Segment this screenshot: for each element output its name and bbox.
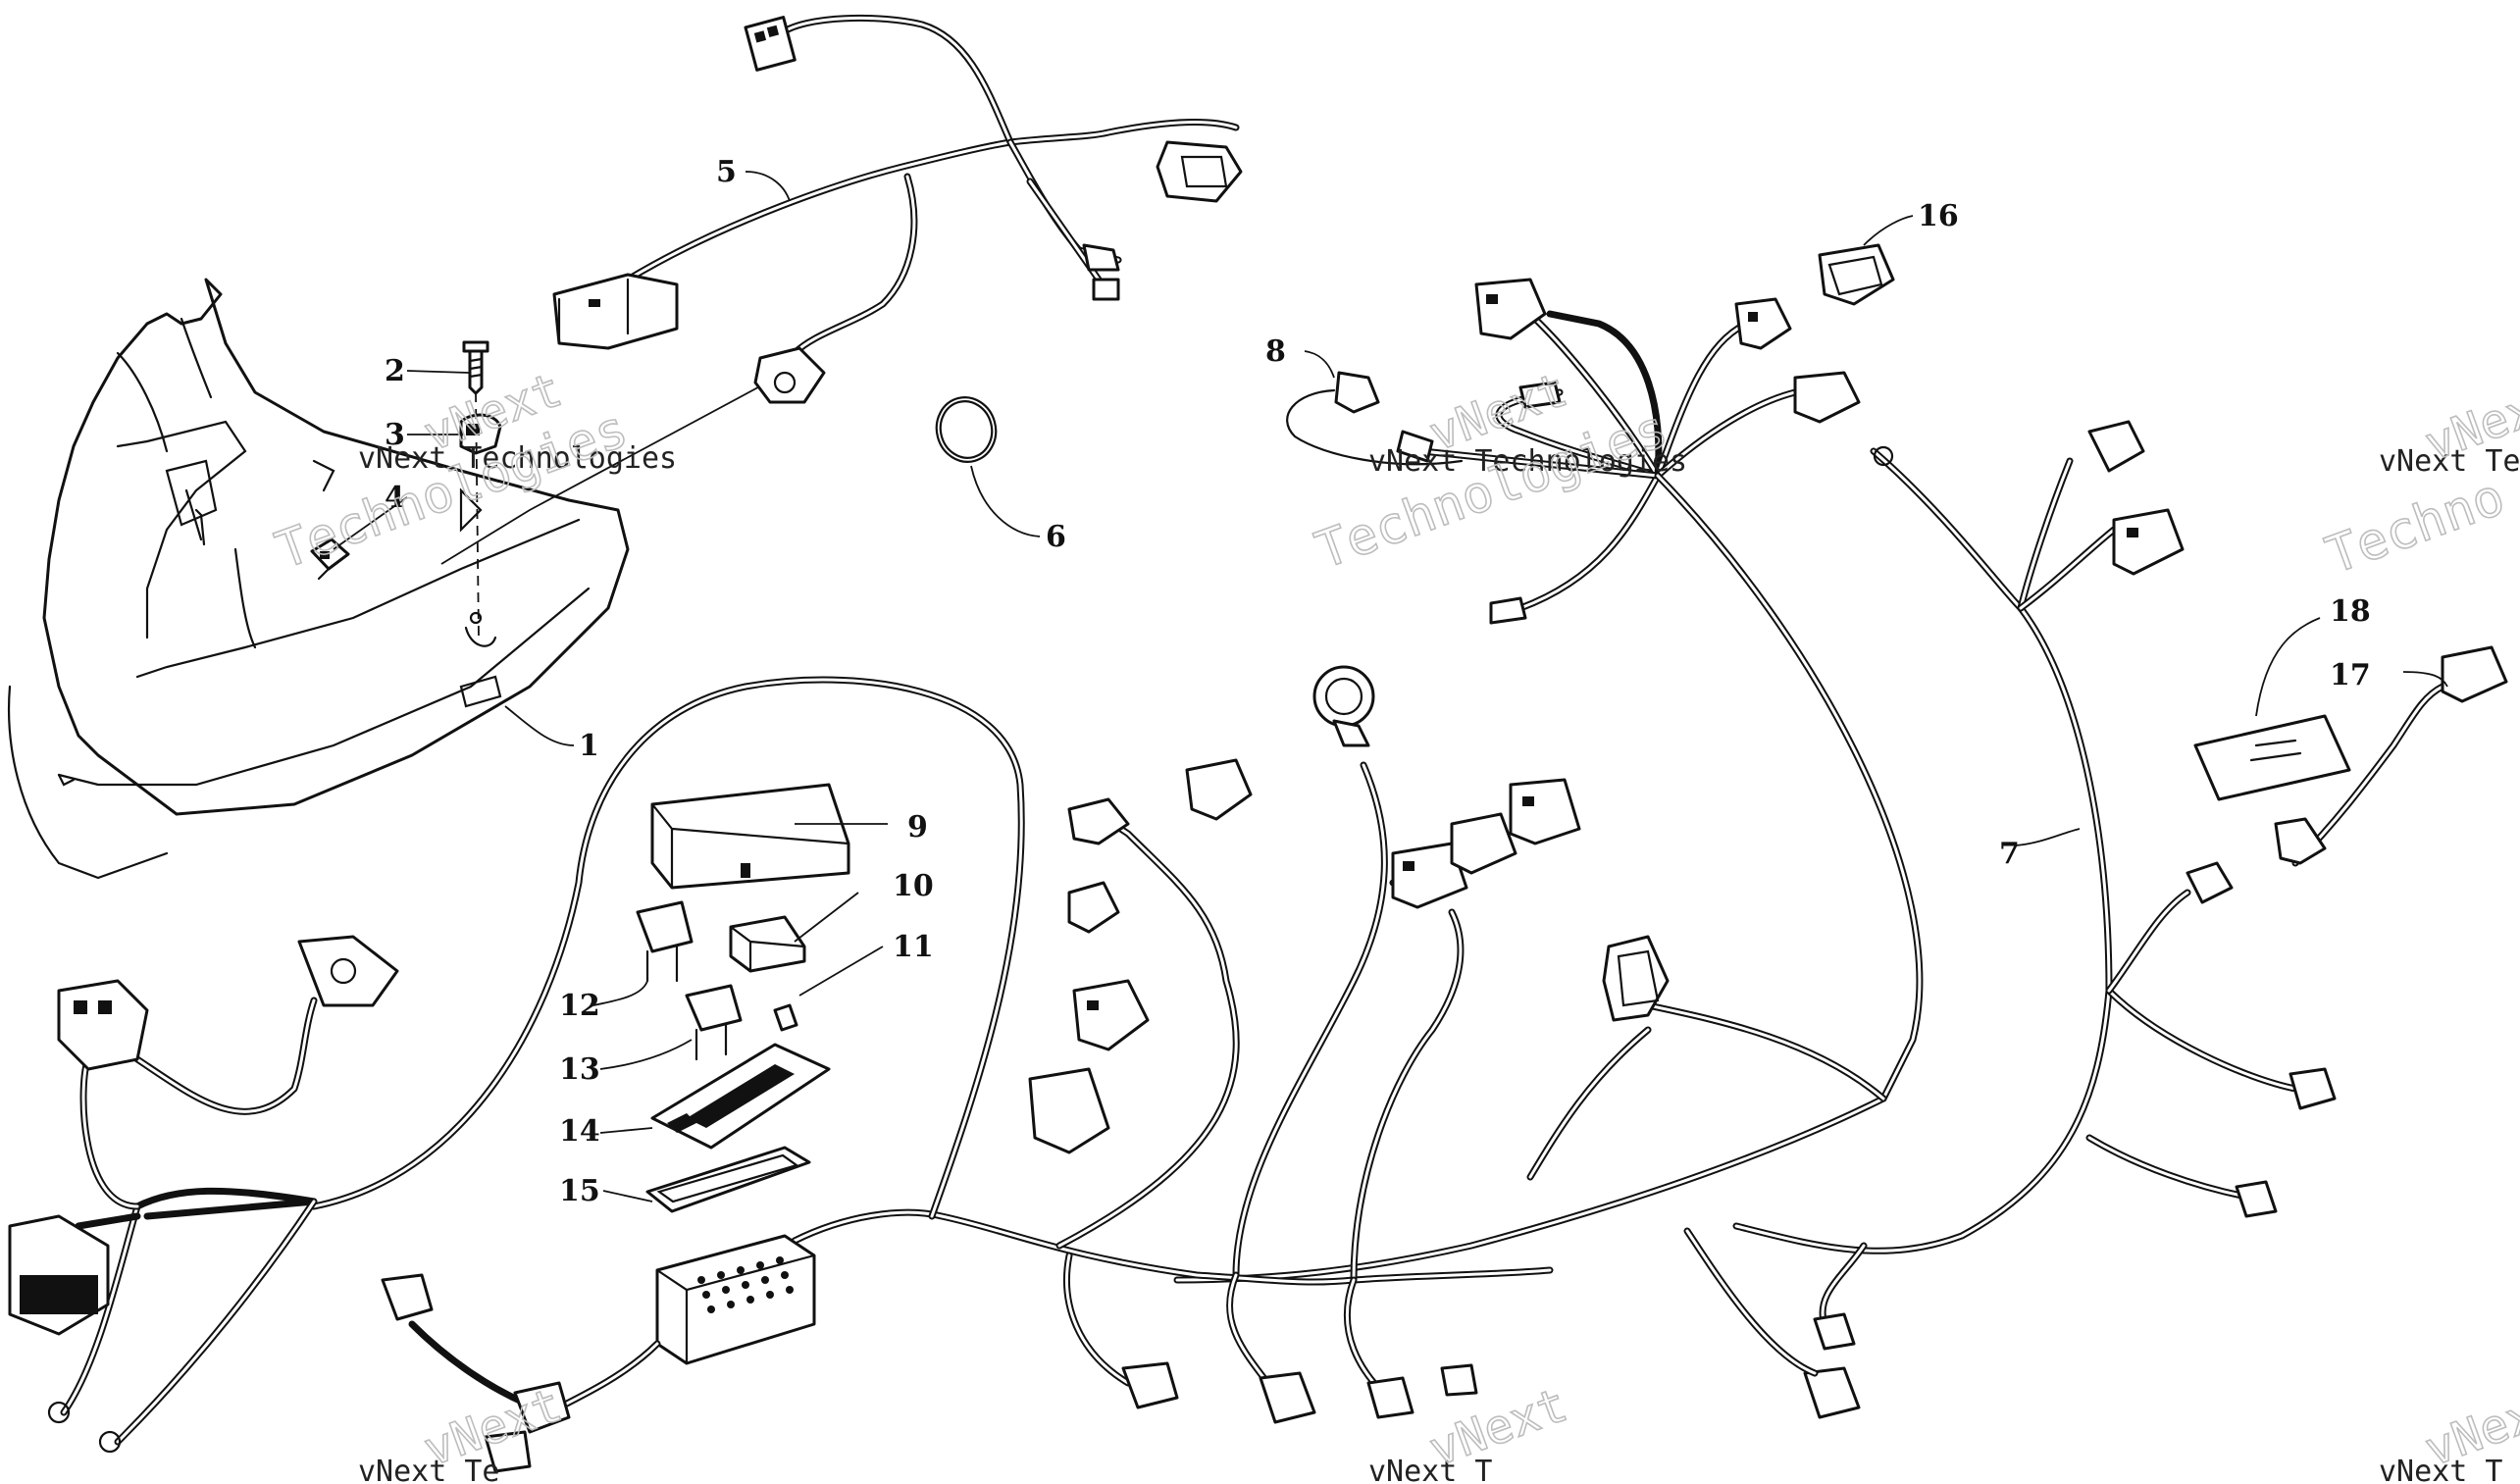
connector-7b [2112, 508, 2185, 576]
mini-fuse-11 [773, 1003, 798, 1032]
connector-center-12 [1259, 1371, 1316, 1424]
watermark-text-5: vNext T [1368, 1455, 1492, 1484]
connector-5e [1082, 243, 1120, 301]
connector-8b [1734, 297, 1792, 350]
left-connector-3 [8, 1214, 110, 1336]
left-connector-big [57, 979, 149, 1071]
callout-14: 14 [559, 1114, 600, 1149]
callout-numbers: 1 2 3 4 5 6 7 8 9 10 11 12 13 14 15 16 1… [385, 155, 2371, 1208]
nut-part [310, 537, 350, 571]
callout-4: 4 [385, 481, 405, 515]
callout-11: 11 [893, 930, 934, 964]
connector-center-7 [1391, 842, 1468, 909]
fuse-grid-14 [650, 1043, 831, 1150]
connector-center-3 [1072, 979, 1150, 1051]
sensor-17 [2274, 645, 2508, 867]
screw-part [462, 340, 489, 395]
gasket-15 [645, 1146, 811, 1213]
watermark-text-3: vNext Tec [2379, 444, 2520, 479]
connector-5b [1156, 140, 1243, 203]
ring-terminal-7 [1873, 445, 1894, 467]
connector-center-1 [1067, 797, 1130, 845]
relay-12 [636, 900, 694, 983]
connector-7d [2289, 1067, 2337, 1110]
relay-box-9 [650, 783, 850, 890]
connector-5d [753, 346, 826, 404]
connector-8d [1489, 596, 1527, 625]
watermark-text-4: vNext Te [358, 1455, 500, 1484]
callout-12: 12 [559, 989, 600, 1023]
callout-18: 18 [2330, 594, 2371, 629]
relay-13 [685, 984, 743, 1061]
screw-axis [475, 391, 480, 639]
harness-7-lower-connector [1803, 1312, 1861, 1419]
callout-3: 3 [385, 418, 405, 452]
callout-13: 13 [559, 1052, 600, 1087]
callout-15: 15 [559, 1174, 600, 1208]
ring-part [935, 396, 1041, 537]
watermark-text-2: vNext Technologies [1368, 444, 1687, 479]
connector-8c [1793, 371, 1861, 424]
harness-5 [440, 14, 1240, 565]
connector-8f [1518, 381, 1562, 409]
callout-1: 1 [579, 729, 599, 763]
connector-center-13 [1366, 1363, 1478, 1419]
connector-7c [2186, 861, 2234, 904]
callout-17: 17 [2330, 658, 2371, 692]
connector-center-2 [1067, 881, 1120, 934]
left-lower-connectors [381, 1273, 661, 1473]
watermark-brand-6: vNext [2418, 1377, 2520, 1477]
connector-center-10 [1602, 935, 1670, 1022]
fuse-block-10 [729, 915, 806, 973]
connector-16 [1818, 215, 1914, 306]
connector-8e [1396, 430, 1434, 463]
connector-5c [552, 273, 679, 350]
callout-2: 2 [385, 354, 405, 388]
callout-10: 10 [893, 869, 934, 903]
bulb-symbol [464, 626, 497, 647]
connector-center-6 [1312, 665, 1375, 747]
main-loom [310, 676, 1819, 1397]
ring-terminal-left-2 [98, 1430, 122, 1454]
label-pad-18 [2193, 617, 2351, 801]
left-harness [60, 997, 318, 1446]
connector-7a [2087, 420, 2145, 473]
connector-5a [744, 16, 797, 72]
callout-16: 16 [1918, 199, 1959, 233]
connector-7e [2235, 1180, 2278, 1218]
fuse-box [655, 1234, 816, 1365]
connector-center-11 [1121, 1361, 1179, 1409]
watermark-text-6: vNext T [2379, 1455, 2502, 1484]
callout-5: 5 [716, 155, 737, 189]
connector-center-4 [1028, 1067, 1110, 1154]
connector-8a [1474, 278, 1547, 340]
ring-terminal-left-1 [47, 1401, 71, 1424]
harness-8 [1286, 310, 1799, 617]
connector-center-8 [1450, 812, 1517, 875]
harness-7 [1173, 447, 2299, 1328]
leader-lines [333, 171, 2081, 1203]
watermark-line2-3: Techno [2319, 468, 2512, 587]
watermark-text-1: vNext Technologies [358, 441, 677, 476]
callout-7: 7 [1999, 837, 2020, 871]
callout-6: 6 [1046, 520, 1066, 554]
connector-center-5 [1185, 758, 1253, 821]
callout-8: 8 [1265, 334, 1286, 369]
connector-center-9 [1509, 778, 1581, 845]
callout-9: 9 [907, 810, 928, 844]
left-connector-2 [297, 935, 399, 1007]
